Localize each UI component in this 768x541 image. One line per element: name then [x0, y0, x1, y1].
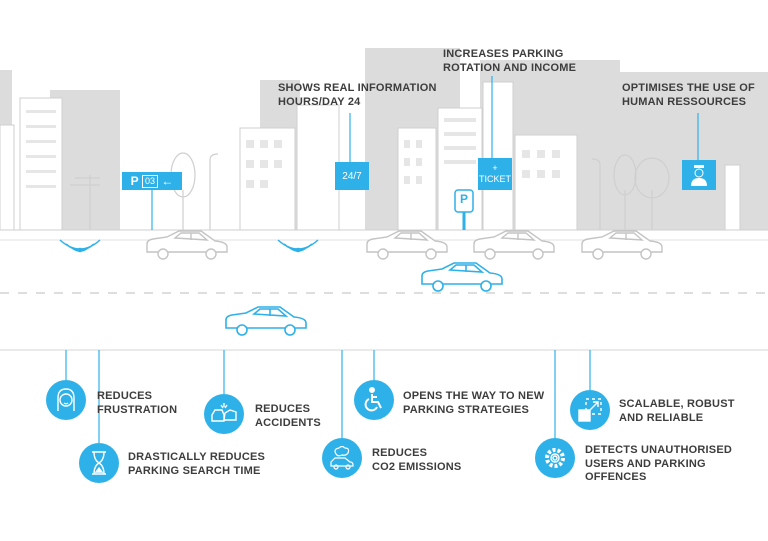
windows — [26, 110, 560, 188]
arrow-left-icon: ← — [161, 173, 174, 188]
parking-number: 03 — [142, 174, 159, 188]
ticket-sign: +TICKET — [478, 158, 512, 190]
label-line: REDUCES — [97, 390, 153, 402]
parking-meter — [454, 189, 474, 230]
wifi-signals — [59, 239, 319, 253]
car-crash-icon — [204, 394, 244, 434]
label-line: PARKING STRATEGIES — [403, 403, 530, 416]
foreground-buildings — [0, 81, 741, 231]
moving-cars — [225, 262, 503, 336]
trees-and-lamps — [70, 152, 670, 230]
pointer-lines — [65, 76, 699, 443]
label-line: ROTATION AND INCOME — [443, 61, 577, 74]
label-line: HOURS/DAY 24 — [278, 95, 361, 108]
scale-up-icon — [570, 390, 610, 430]
wheelchair-icon — [354, 380, 394, 420]
label-line: HUMAN RESSOURCES — [622, 95, 747, 108]
label-line: USERS AND PARKING — [585, 457, 706, 470]
car-emissions-icon — [322, 438, 362, 478]
label-line: OFFENCES — [585, 471, 647, 483]
hours-sign: 24/7 — [335, 162, 369, 190]
label-line: FRUSTRATION — [97, 403, 178, 416]
hourglass-icon — [79, 443, 119, 483]
label-line: ACCIDENTS — [255, 416, 321, 429]
label-line: INCREASES PARKING — [443, 48, 564, 60]
label-line: PARKING SEARCH TIME — [128, 464, 261, 477]
ticket-label: TICKET — [478, 174, 511, 184]
label-line: OPENS THE WAY TO NEW — [403, 390, 545, 402]
parking-direction-sign: P 03 ← — [122, 172, 182, 190]
label-line: OPTIMISES THE USE OF — [622, 82, 755, 94]
face-icon — [46, 380, 86, 420]
label-line: CO2 EMISSIONS — [372, 460, 462, 473]
meter-p: P — [459, 192, 468, 206]
background-buildings — [0, 48, 768, 230]
parking-letter: P — [130, 173, 139, 188]
label-line: REDUCES — [372, 447, 428, 459]
label-line: REDUCES — [255, 403, 311, 415]
label-line: SCALABLE, ROBUST — [619, 398, 735, 410]
plus-icon: + — [492, 163, 498, 173]
parked-cars — [146, 230, 663, 260]
person-icon — [691, 165, 707, 186]
attendant-sign — [682, 160, 716, 190]
gear-icon — [535, 438, 575, 478]
label-line: DRASTICALLY REDUCES — [128, 451, 266, 463]
label-line: SHOWS REAL INFORMATION — [278, 82, 437, 94]
label-line: AND RELIABLE — [619, 411, 704, 424]
label-line: DETECTS UNAUTHORISED — [585, 444, 733, 456]
